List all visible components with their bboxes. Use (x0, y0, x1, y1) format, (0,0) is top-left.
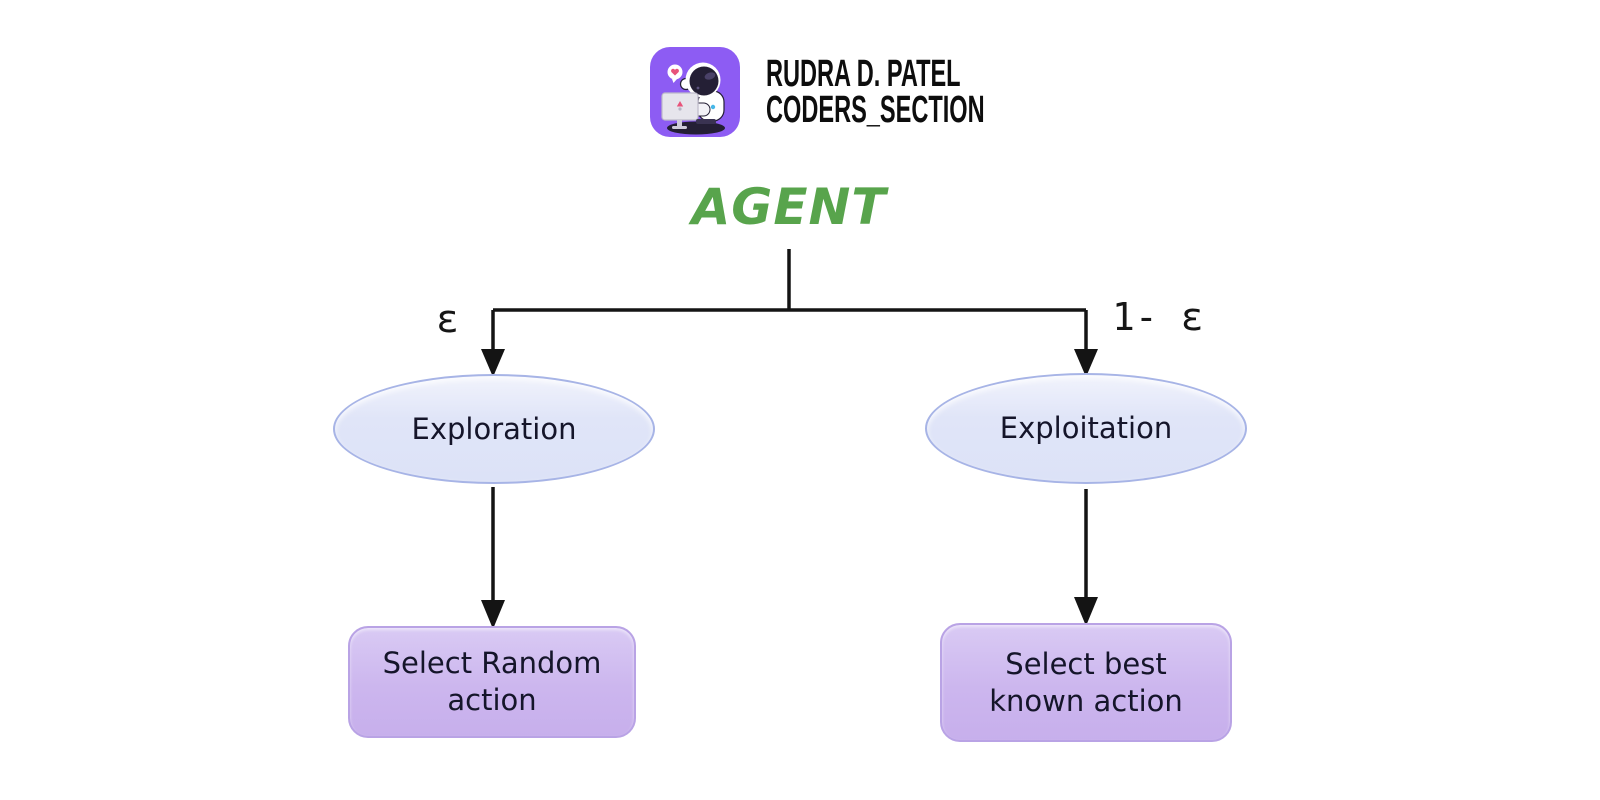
node-select-best-known-action-label: Select best known action (989, 646, 1183, 718)
arrowhead-left-top-icon (481, 349, 505, 377)
node-exploitation: Exploitation (925, 373, 1247, 484)
node-select-random-action-label: Select Random action (382, 646, 602, 717)
node-select-best-known-action: Select best known action (940, 623, 1232, 742)
agent-title: AGENT (691, 178, 887, 236)
logo-text: RUDRA D. PATEL CODERS_SECTION (766, 53, 985, 131)
astronaut-at-computer-icon (650, 47, 740, 137)
edge-label-epsilon: ε (436, 297, 459, 341)
arrowhead-left-bottom-icon (481, 600, 505, 629)
node-exploration: Exploration (333, 374, 655, 484)
node-exploration-label: Exploration (411, 411, 577, 446)
edge-label-one-minus-epsilon: 1- ε (1112, 295, 1204, 339)
logo: RUDRA D. PATEL CODERS_SECTION (650, 47, 1119, 137)
arrowhead-right-bottom-icon (1074, 597, 1098, 626)
node-exploitation-label: Exploitation (999, 411, 1173, 445)
logo-line2: CODERS_SECTION (766, 89, 985, 131)
node-select-random-action: Select Random action (348, 626, 636, 738)
logo-line1: RUDRA D. PATEL (766, 53, 961, 95)
